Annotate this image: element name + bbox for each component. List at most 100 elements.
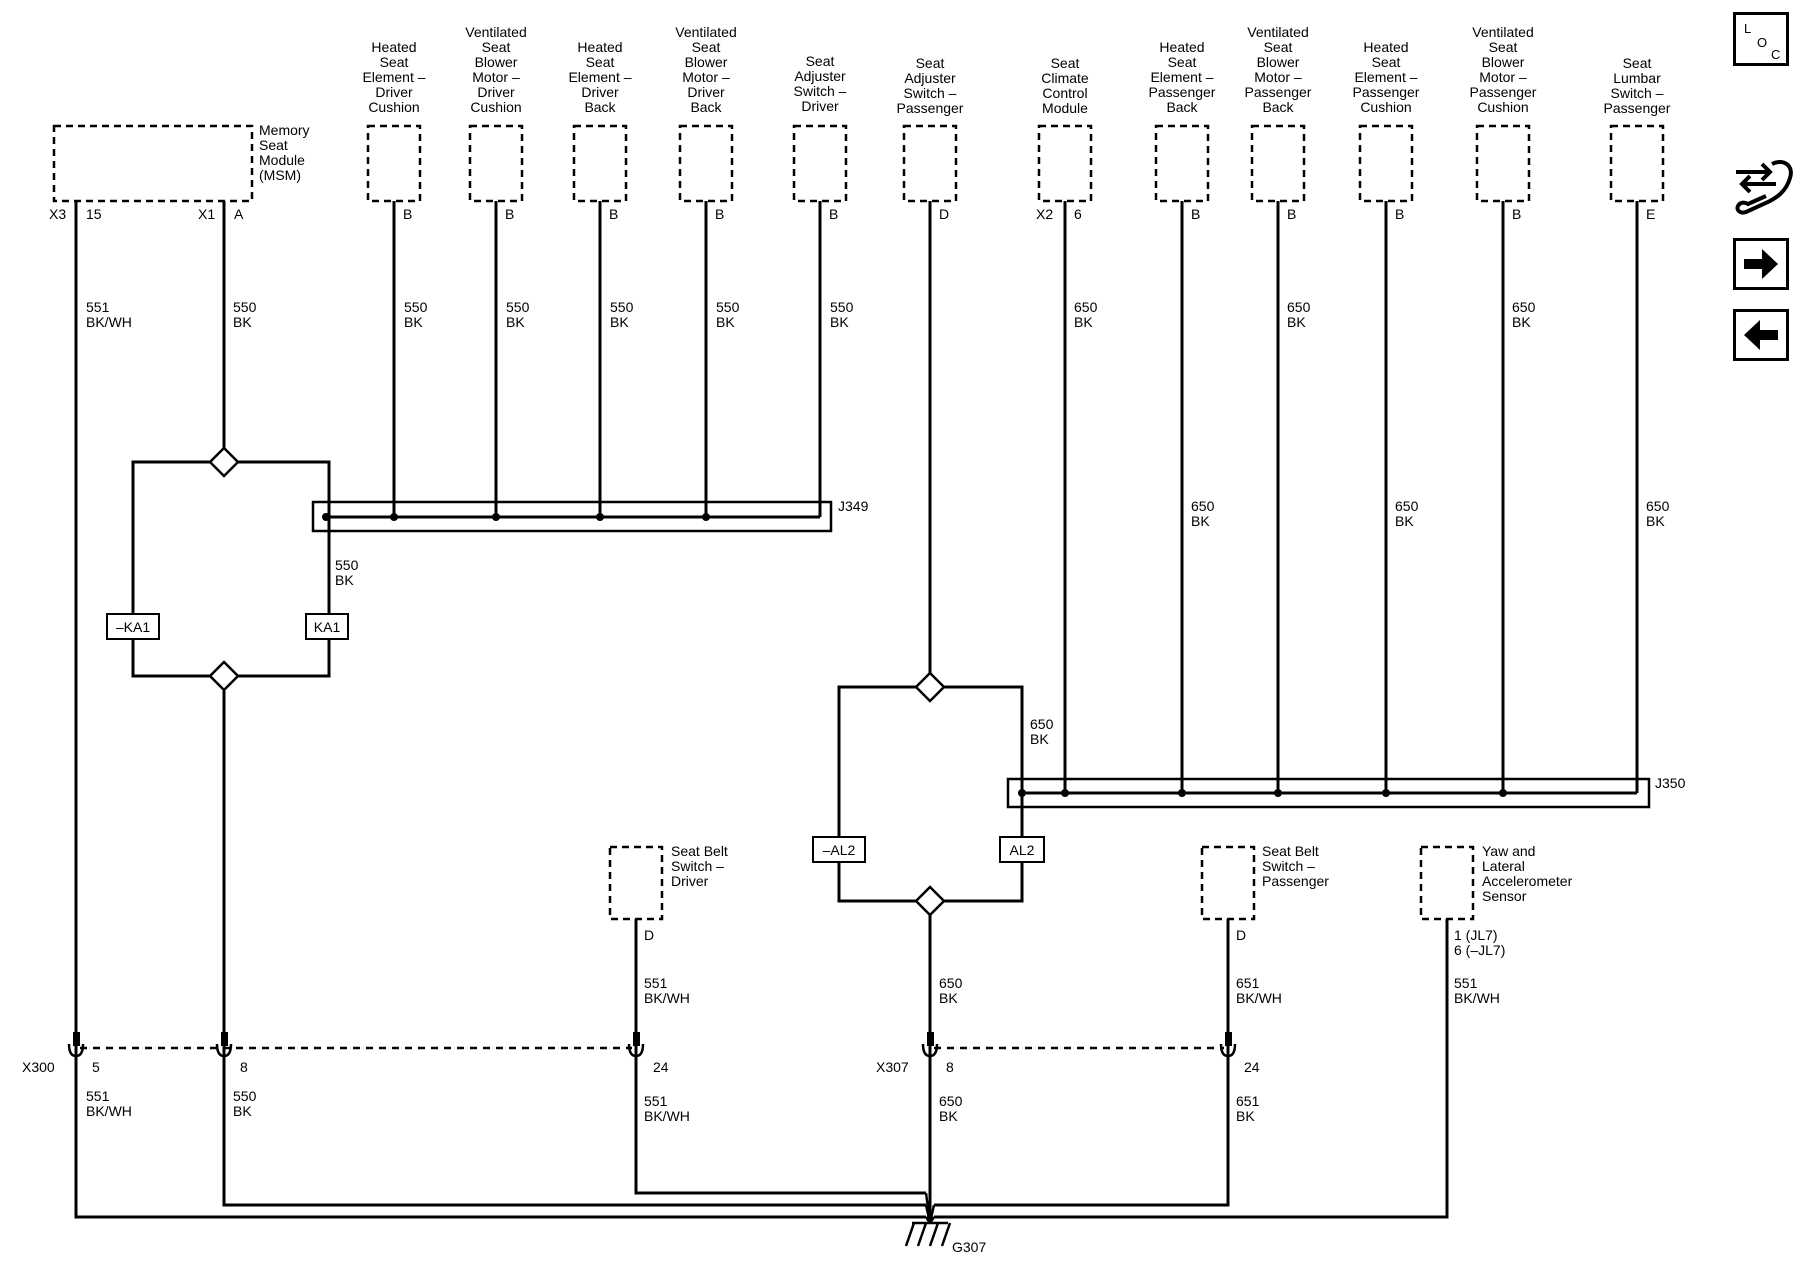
yaw-box <box>1419 845 1475 921</box>
splice-dot <box>1382 789 1390 797</box>
splice-dot <box>702 513 710 521</box>
climate-conn-x2: X2 <box>1036 206 1053 222</box>
j349-label: J349 <box>838 498 869 514</box>
lumbar-pass-box <box>1609 124 1665 203</box>
x307-p24-cup <box>1219 1043 1237 1058</box>
j349-branches <box>392 201 822 517</box>
belt-pass-box <box>1200 845 1256 921</box>
wire-651-belt-pass <box>934 919 1230 1207</box>
splice-dot <box>1178 789 1186 797</box>
loc-letter-c: C <box>1771 47 1781 62</box>
pin-vs-drv-back: B <box>715 206 724 222</box>
vs-drv-cush-box <box>468 124 524 203</box>
pin-vs-pass-cush: B <box>1512 206 1521 222</box>
x307-p8-cup <box>921 1043 939 1058</box>
wire-550-to-ground <box>222 690 926 1207</box>
splice-dot <box>390 513 398 521</box>
component-boxes <box>52 124 1665 921</box>
x300-label: X300 <box>22 1059 55 1075</box>
x300-p8-cup <box>215 1043 233 1058</box>
pin-belt-drv: D <box>644 927 654 943</box>
climate-pin-6: 6 <box>1074 206 1082 222</box>
option-label-boxes: –KA1 KA1 –AL2 AL2 <box>106 613 1045 863</box>
splice-dot <box>596 513 604 521</box>
pin-lumbar-pass: E <box>1646 206 1655 222</box>
ground-label: G307 <box>952 1239 986 1255</box>
hs-drv-back-box <box>572 124 628 203</box>
pin-belt-pass: D <box>1236 927 1246 943</box>
pin-adj-pass: D <box>939 206 949 222</box>
x300-pin-8: 8 <box>240 1059 248 1075</box>
al2-bottom-diamond <box>914 885 946 917</box>
pin-vs-drv-cush: B <box>505 206 514 222</box>
splice-dot <box>322 513 330 521</box>
splice-dot <box>492 513 500 521</box>
ka1-bottom-diamond <box>208 660 240 692</box>
x300-p5-pin <box>73 1032 80 1046</box>
pin-hs-drv-back: B <box>609 206 618 222</box>
al2-neg-box <box>812 836 866 863</box>
connector-labels: X300 5 8 24 X307 8 24 <box>22 1059 1260 1075</box>
splice-dot <box>1061 789 1069 797</box>
msm-box <box>52 124 254 203</box>
wire-551-belt-drv <box>634 919 926 1195</box>
pin-hs-pass-cush: B <box>1395 206 1404 222</box>
x307-pin-8: 8 <box>946 1059 954 1075</box>
pin-yaw-6: 6 (–JL7) <box>1454 942 1505 958</box>
splice-dots <box>322 513 1507 797</box>
loc-letter-o: O <box>1757 35 1768 50</box>
arrow-right-icon <box>1744 249 1778 279</box>
j349-pack <box>311 500 833 533</box>
j350-pack <box>1006 777 1651 809</box>
hs-pass-back-box <box>1154 124 1210 203</box>
pin-hs-drv-cush: B <box>403 206 412 222</box>
ground-symbol <box>904 1221 952 1247</box>
ka1-neg-box <box>106 613 160 640</box>
wrench-arrows-button[interactable] <box>1730 152 1796 224</box>
pin-labels: X3 15 X1 A B B B B B D X2 6 B B B B E D … <box>49 206 1655 958</box>
x307-p24-pin <box>1225 1032 1232 1046</box>
pin-vs-pass-back: B <box>1287 206 1296 222</box>
location-button[interactable]: L O C <box>1733 12 1789 66</box>
ka1-neg-label: –KA1 <box>116 619 150 635</box>
next-button[interactable] <box>1733 238 1789 290</box>
ground-fan-lines <box>924 1192 936 1224</box>
x300-p24-cup <box>627 1043 645 1058</box>
hs-drv-cush-box <box>366 124 422 203</box>
hs-pass-cush-box <box>1358 124 1414 203</box>
prev-button[interactable] <box>1733 309 1789 361</box>
al2-box <box>999 836 1045 863</box>
msm-pin-a: A <box>234 206 244 222</box>
msm-pin-15: 15 <box>86 206 102 222</box>
x300-p24-pin <box>633 1032 640 1046</box>
